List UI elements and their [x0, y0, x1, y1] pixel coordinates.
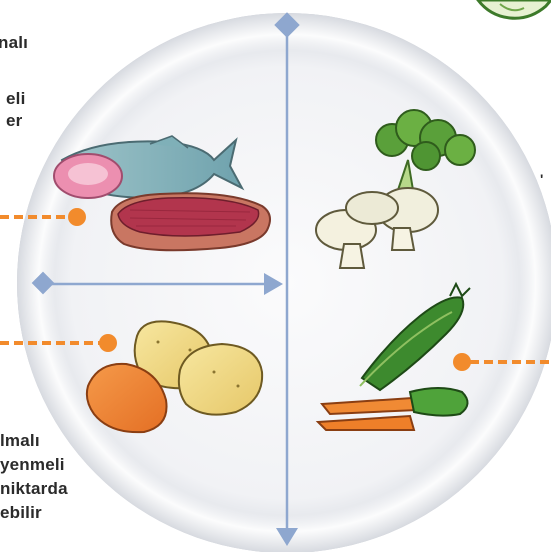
label-bottom-left-2: yenmeli: [0, 454, 65, 476]
label-bottom-left-1: lmalı: [0, 430, 40, 452]
pointer-dot-icon: [453, 353, 471, 371]
vegetable-corner-icon: [478, 0, 551, 18]
plate: [17, 13, 551, 552]
label-top-left-3: er: [6, 110, 22, 132]
label-top-left-1: nalı: [0, 32, 28, 54]
label-bottom-left-3: niktarda: [0, 478, 68, 500]
pointer-dot-icon: [68, 208, 86, 226]
label-top-left-2: eli: [6, 88, 26, 110]
label-right-edge-mark: ': [540, 168, 544, 190]
label-bottom-left-4: ebilir: [0, 502, 42, 524]
pointer-dot-icon: [99, 334, 117, 352]
